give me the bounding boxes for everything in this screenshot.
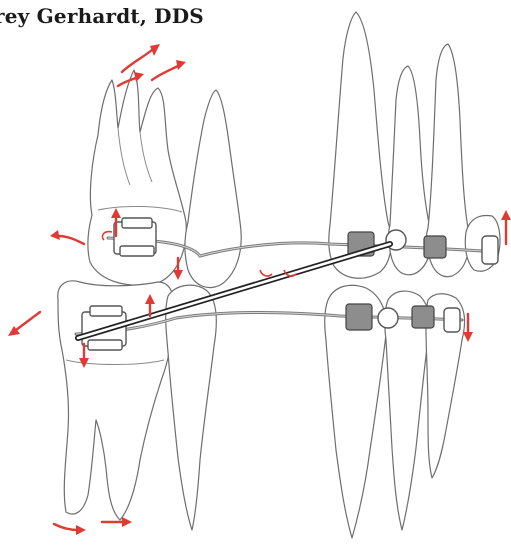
force-arrow-icon — [54, 524, 86, 535]
force-arrow-icon — [152, 60, 186, 80]
force-arrow-icon — [50, 230, 84, 244]
lower-right-canine-bracket — [346, 304, 398, 330]
force-arrow-icon — [8, 312, 40, 336]
force-arrow-icon — [102, 517, 132, 527]
lower-left-premolar — [166, 285, 217, 530]
force-arrow-icon — [501, 210, 511, 244]
upper-left-premolar — [185, 90, 241, 288]
force-arrow-icon — [122, 44, 160, 72]
